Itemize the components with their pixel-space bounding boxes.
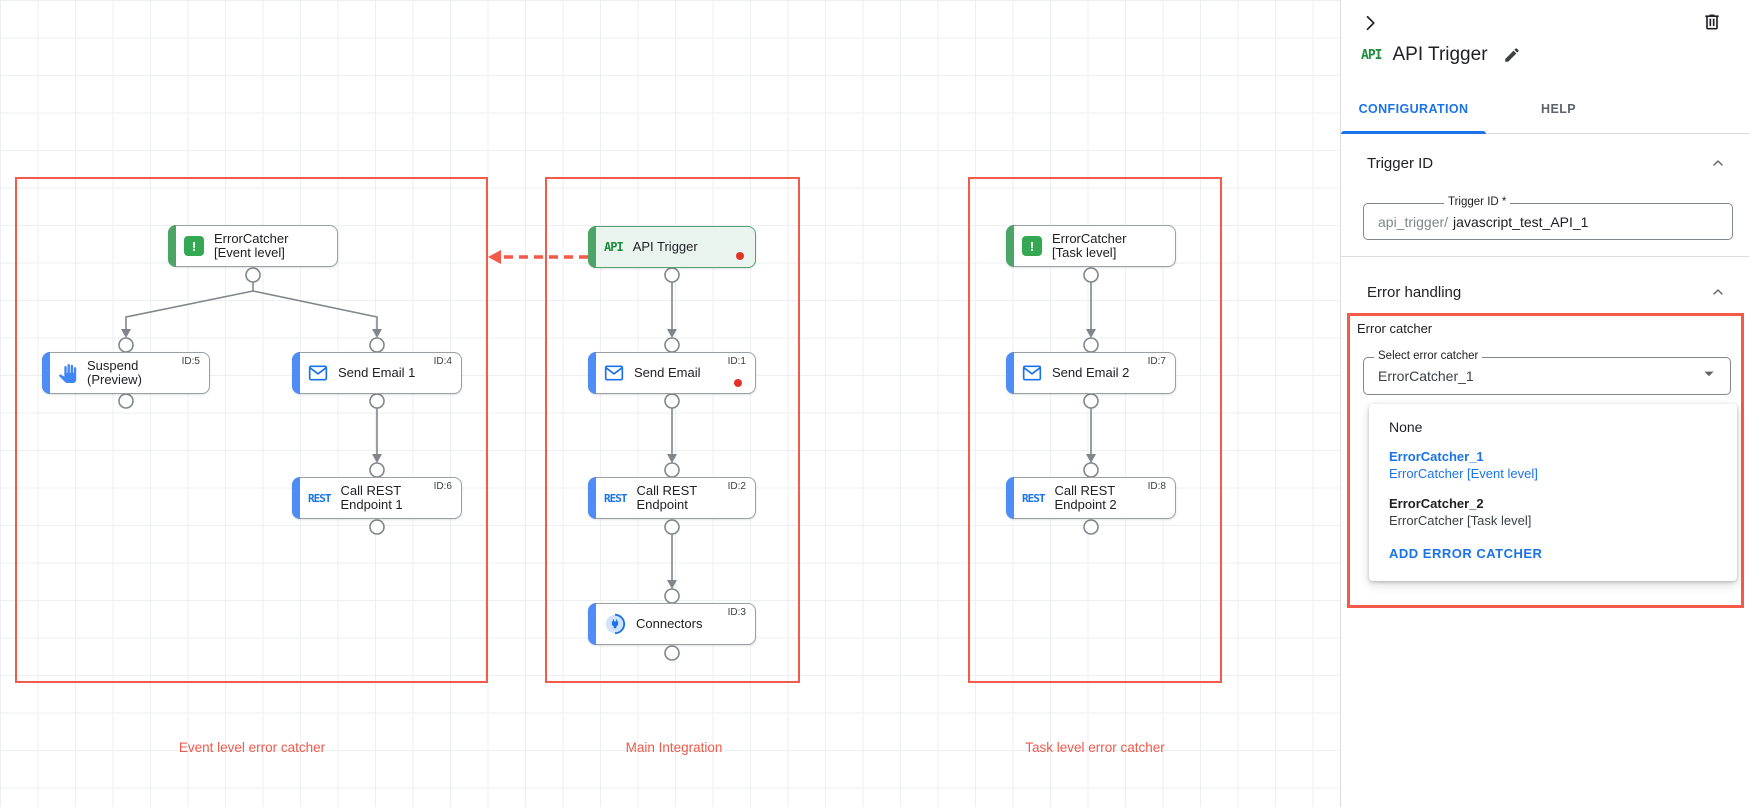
node-suspend-preview[interactable]: Suspend (Preview) ID:5 — [42, 352, 210, 394]
rest-icon: REST — [604, 491, 627, 505]
trigger-id-heading: Trigger ID — [1367, 154, 1434, 172]
node-accent-bar — [1006, 352, 1014, 394]
api-icon: API — [1361, 47, 1383, 63]
dropdown-option-errorcatcher-1[interactable]: ErrorCatcher_1 ErrorCatcher [Event level… — [1389, 449, 1538, 481]
node-id-label: ID:1 — [727, 356, 746, 367]
node-title: Call REST Endpoint 1 — [340, 482, 403, 512]
suspend-hand-icon — [58, 363, 77, 383]
collapse-panel-button[interactable] — [1357, 10, 1383, 36]
node-accent-bar — [292, 352, 300, 394]
node-send-email-1[interactable]: Send Email 1 ID:4 — [292, 352, 462, 394]
collapse-error-handling-icon[interactable] — [1705, 279, 1731, 305]
error-handling-heading: Error handling — [1367, 283, 1462, 301]
error-catcher-highlight-box — [1347, 313, 1744, 608]
error-catcher-icon: ! — [1022, 236, 1042, 256]
config-panel: API API Trigger CONFIGURATION HELP Trigg… — [1341, 0, 1749, 807]
select-error-catcher[interactable]: Select error catcher ErrorCatcher_1 — [1363, 350, 1731, 395]
panel-title: API Trigger — [1392, 44, 1488, 65]
caption-event-level-error-catcher: Event level error catcher — [178, 740, 326, 755]
add-error-catcher-button[interactable]: ADD ERROR CATCHER — [1389, 546, 1543, 561]
email-icon — [308, 364, 328, 382]
panel-tabs: CONFIGURATION HELP — [1341, 84, 1749, 134]
dropdown-option-none[interactable]: None — [1389, 419, 1423, 435]
group-box-task-level-error-catcher — [968, 177, 1222, 683]
node-id-label: ID:6 — [433, 481, 452, 492]
email-icon — [604, 364, 624, 382]
node-id-label: ID:2 — [727, 481, 746, 492]
trigger-id-field[interactable]: Trigger ID * api_trigger/ javascript_tes… — [1363, 196, 1733, 240]
node-id-label: ID:4 — [433, 356, 452, 367]
node-call-rest-endpoint-1[interactable]: REST Call REST Endpoint 1 ID:6 — [292, 477, 462, 519]
node-title: Call REST Endpoint 2 — [1054, 482, 1117, 512]
error-catcher-dropdown-menu: None ErrorCatcher_1 ErrorCatcher [Event … — [1369, 404, 1737, 581]
dropdown-arrow-icon — [1698, 363, 1720, 390]
node-accent-bar — [588, 477, 596, 519]
node-accent-bar — [588, 352, 596, 394]
connectors-icon — [604, 613, 626, 635]
node-id-label: ID:5 — [181, 356, 200, 367]
trigger-id-value: javascript_test_API_1 — [1453, 213, 1589, 230]
error-dot — [734, 379, 742, 387]
email-icon — [1022, 364, 1042, 382]
node-accent-bar — [1006, 225, 1014, 267]
node-id-label: ID:8 — [1147, 481, 1166, 492]
rest-icon: REST — [1022, 491, 1045, 505]
tab-help[interactable]: HELP — [1541, 102, 1576, 116]
error-catcher-label: Error catcher — [1357, 321, 1433, 336]
trigger-id-prefix: api_trigger/ — [1378, 213, 1449, 230]
edit-name-button[interactable] — [1499, 42, 1525, 68]
node-title: Send Email — [634, 364, 701, 380]
dropdown-option-errorcatcher-2[interactable]: ErrorCatcher_2 ErrorCatcher [Task level] — [1389, 496, 1532, 528]
select-error-catcher-value: ErrorCatcher_1 — [1378, 368, 1474, 384]
trigger-id-field-label: Trigger ID * — [1444, 196, 1511, 208]
api-icon: API — [604, 240, 624, 254]
node-accent-bar — [168, 225, 176, 267]
node-title: Send Email 2 — [1052, 364, 1130, 380]
node-id-label: ID:7 — [1147, 356, 1166, 367]
node-send-email-2[interactable]: Send Email 2 ID:7 — [1006, 352, 1176, 394]
section-divider — [1341, 256, 1749, 257]
node-api-trigger[interactable]: API API Trigger — [588, 226, 756, 268]
caption-main-integration: Main Integration — [625, 740, 723, 755]
node-connectors[interactable]: Connectors ID:3 — [588, 603, 756, 645]
node-accent-bar — [292, 477, 300, 519]
node-title: API Trigger — [632, 238, 698, 254]
node-error-catcher-task-level[interactable]: ! ErrorCatcher [Task level] — [1006, 225, 1176, 267]
rest-icon: REST — [308, 491, 331, 505]
node-error-catcher-event-level[interactable]: ! ErrorCatcher [Event level] — [168, 225, 338, 267]
node-accent-bar — [42, 352, 50, 394]
caption-task-level-error-catcher: Task level error catcher — [1025, 740, 1165, 755]
node-title: Connectors — [636, 615, 703, 631]
node-title: ErrorCatcher [Event level] — [214, 230, 289, 260]
node-send-email[interactable]: Send Email ID:1 — [588, 352, 756, 394]
delete-trigger-button[interactable] — [1699, 9, 1725, 35]
node-accent-bar — [1006, 477, 1014, 519]
node-title: Send Email 1 — [338, 364, 416, 380]
node-title: ErrorCatcher [Task level] — [1052, 230, 1127, 260]
group-box-main-integration — [545, 177, 800, 683]
node-call-rest-endpoint[interactable]: REST Call REST Endpoint ID:2 — [588, 477, 756, 519]
integration-canvas[interactable]: ! ErrorCatcher [Event level] Suspend (Pr… — [0, 0, 1341, 807]
collapse-trigger-id-icon[interactable] — [1705, 150, 1731, 176]
error-dot — [736, 252, 744, 260]
error-catcher-icon: ! — [184, 236, 204, 256]
node-accent-bar — [588, 603, 596, 645]
node-call-rest-endpoint-2[interactable]: REST Call REST Endpoint 2 ID:8 — [1006, 477, 1176, 519]
group-box-event-level-error-catcher — [15, 177, 488, 683]
node-id-label: ID:3 — [727, 607, 746, 618]
node-accent-bar — [588, 226, 596, 268]
tab-configuration[interactable]: CONFIGURATION — [1341, 84, 1486, 134]
node-title: Call REST Endpoint — [636, 482, 698, 512]
select-error-catcher-label: Select error catcher — [1374, 350, 1483, 362]
node-title: Suspend (Preview) — [87, 357, 142, 387]
